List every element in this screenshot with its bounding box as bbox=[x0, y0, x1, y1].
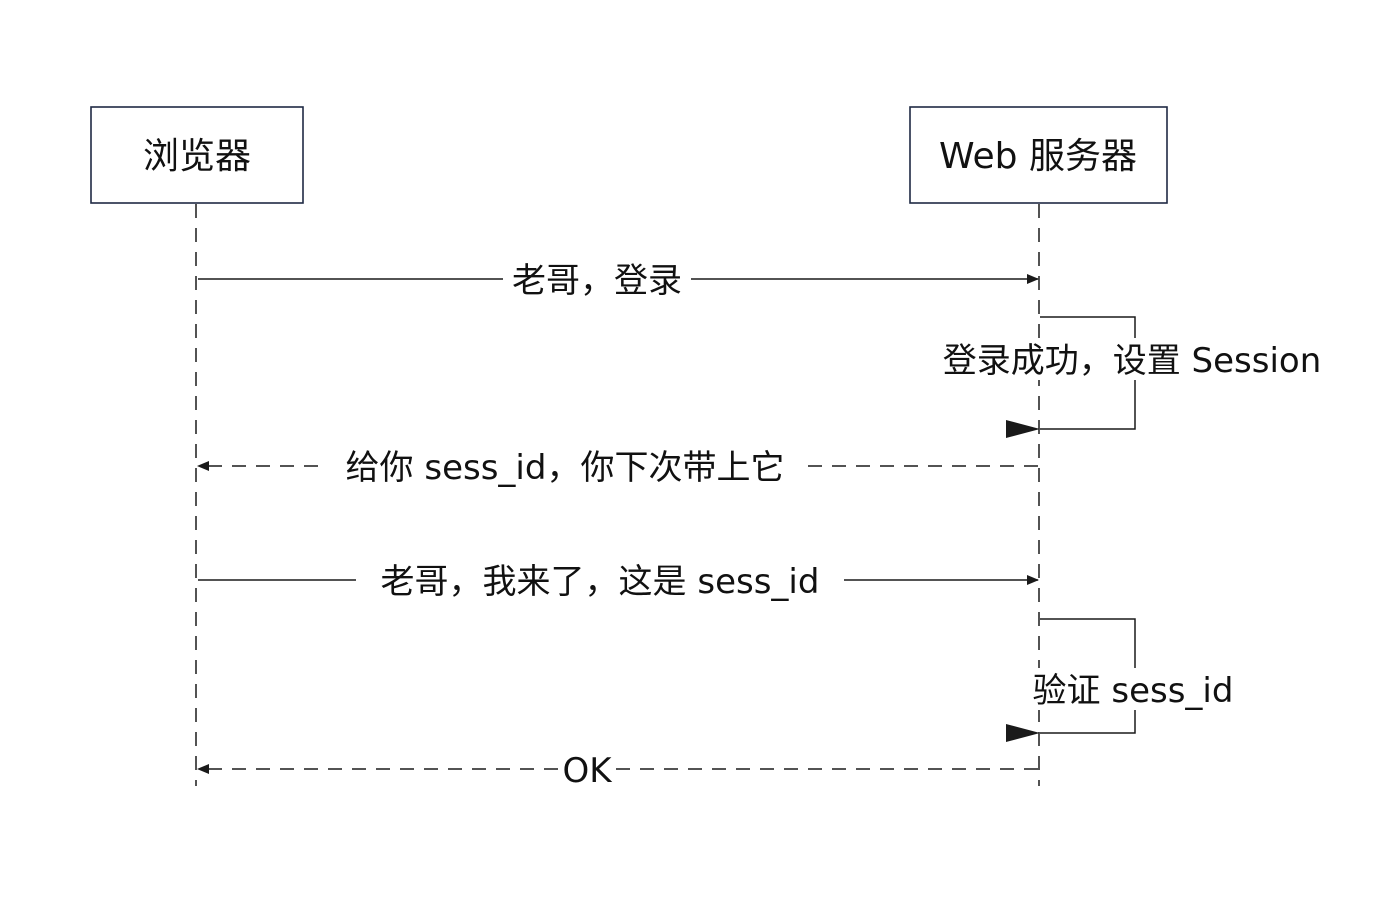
message-ok-label: OK bbox=[562, 751, 613, 791]
message-ok: OK bbox=[197, 748, 1038, 791]
message-give-sess-id-label-bg bbox=[322, 445, 808, 487]
message-give-sess-id-label: 给你 sess_id，你下次带上它 bbox=[346, 448, 785, 488]
message-login-label-bg bbox=[503, 258, 691, 300]
self-message-verify-label-bg bbox=[1022, 668, 1244, 710]
message-login-label: 老哥，登录 bbox=[512, 261, 682, 301]
message-come-with-sess-id-label-bg bbox=[356, 559, 844, 601]
message-come-with-sess-id-label: 老哥，我来了，这是 sess_id bbox=[381, 562, 820, 602]
participant-server: Web 服务器 bbox=[909, 106, 1168, 204]
participant-browser: 浏览器 bbox=[90, 106, 304, 204]
self-message-verify-label: 验证 sess_id bbox=[1033, 671, 1234, 711]
self-message-verify: 验证 sess_id bbox=[1006, 618, 1244, 742]
self-message-login-success: 登录成功，设置 Session bbox=[924, 316, 1340, 438]
message-come-with-sess-id: 老哥，我来了，这是 sess_id bbox=[198, 559, 1039, 602]
message-ok-label-bg bbox=[558, 748, 616, 790]
message-give-sess-id: 给你 sess_id，你下次带上它 bbox=[197, 445, 1038, 488]
participant-browser-box bbox=[90, 106, 304, 204]
message-login: 老哥，登录 bbox=[198, 258, 1039, 301]
self-message-login-success-label: 登录成功，设置 Session bbox=[943, 341, 1322, 381]
participant-browser-label: 浏览器 bbox=[143, 136, 251, 177]
participant-server-label: Web 服务器 bbox=[939, 136, 1137, 177]
participant-server-box bbox=[909, 106, 1168, 204]
self-message-login-success-label-bg bbox=[924, 338, 1340, 380]
